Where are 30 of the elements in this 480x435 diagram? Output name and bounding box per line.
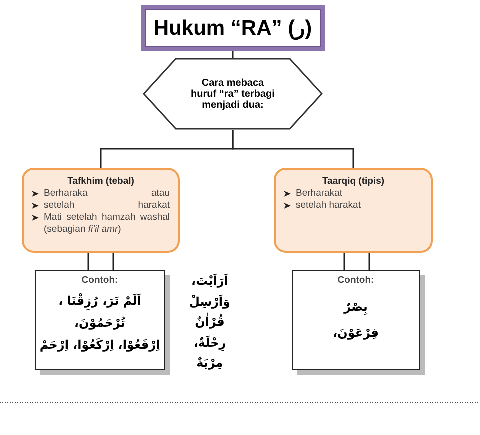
bullet-text: Berharaka atau (44, 188, 170, 200)
bullet-text: setelah harakat (296, 200, 362, 212)
arabic-example: اِرْفَعُوْا، اِرْكَعُوْا، اِرْحَمْ (38, 338, 162, 352)
arabic-example: فِرْعَوْنَ، (332, 326, 380, 340)
bullet-text: Berharakat (296, 188, 344, 200)
connector-line (112, 253, 114, 270)
box-heading: Contoh: (80, 275, 120, 286)
box-heading: Tafkhim (tebal) (66, 176, 136, 187)
arabic-word: قُرْاٰنٌ (180, 315, 240, 329)
connector-line (232, 51, 234, 58)
bullet-text: Mati setelah hamzah washal (sebagian fi'il amr) (44, 212, 170, 236)
title-box: Hukum “RA” (ر) (141, 5, 325, 51)
box-heading: Taarqiq (tipis) (321, 176, 386, 187)
arabic-example: اَلَمْ تَرَ، رُزِقْنَا ، (36, 294, 164, 308)
question-text: Cara mebaca huruf “ra” terbagi menjadi dua: (190, 78, 276, 110)
category-box (274, 168, 433, 253)
arabic-example: بِصْرٌ (342, 300, 369, 314)
arabic-word: مِرْيَةٌ (196, 356, 224, 370)
arabic-word: رِحْلَةٌ، (192, 336, 228, 350)
arabic-word: اَرَاَيْتَ، (190, 274, 230, 288)
category-box (22, 168, 180, 253)
connector-line (368, 253, 370, 270)
arabic-word: وَاَرْسِلْ (188, 294, 232, 308)
connector-line (344, 253, 346, 270)
arabic-example: تُرْحَمُوْنَ، (74, 316, 126, 330)
decision-hexagon (143, 58, 323, 130)
connector-line (88, 253, 90, 270)
connector-line (232, 130, 354, 168)
bullet-text: setelah harakat (44, 200, 170, 212)
box-heading: Contoh: (336, 275, 376, 286)
